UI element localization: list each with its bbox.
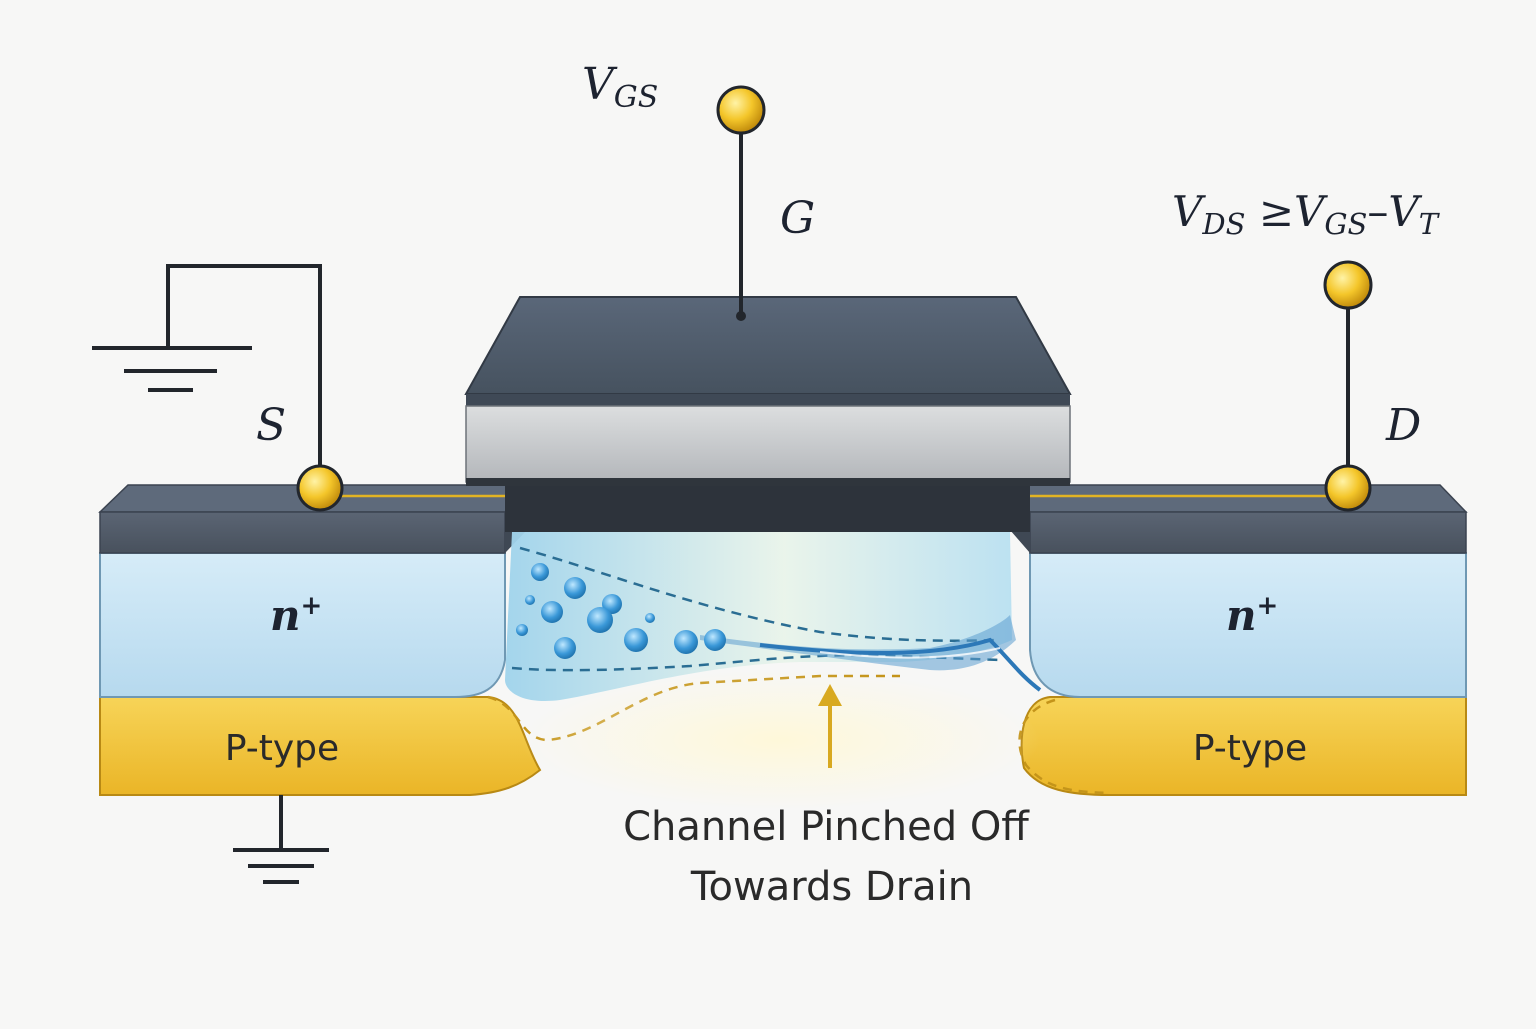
channel-area <box>505 486 1042 701</box>
source-ground-icon <box>92 346 252 392</box>
gate-terminal-icon <box>716 85 766 135</box>
source-label: S <box>256 400 286 451</box>
source-contact-front <box>99 511 506 554</box>
p-type-right-label: P-type <box>1193 728 1307 769</box>
gate-oxide <box>505 486 1030 532</box>
gate-label: G <box>780 193 815 244</box>
depletion-boundary-right <box>1018 698 1111 795</box>
source-wire <box>166 264 322 488</box>
drain-contact-front <box>1029 511 1467 554</box>
vds-condition-label: VDS ≥VGS–VT <box>1172 187 1441 241</box>
electron <box>525 595 535 605</box>
electron <box>645 613 655 623</box>
n-plus-left-region <box>99 552 506 698</box>
pinch-off-stream-highlight <box>759 637 1042 692</box>
n-plus-right-region <box>1029 552 1467 698</box>
source-terminal-icon <box>296 464 344 512</box>
substrate-ground-icon <box>233 795 329 884</box>
p-type-substrate <box>99 670 1467 810</box>
electron <box>531 563 549 581</box>
electron <box>587 607 613 633</box>
p-type-left-label: P-type <box>225 728 339 769</box>
inversion-layer-boundary <box>519 546 1001 642</box>
arrow-up-icon <box>818 684 842 768</box>
gate-top <box>464 296 1072 395</box>
p-type-right-region <box>1020 696 1467 796</box>
drain-region <box>1008 484 1468 698</box>
drain-contact-top <box>1008 484 1468 513</box>
electron <box>516 624 528 636</box>
wiring <box>92 85 1373 884</box>
pinch-glow <box>520 670 1040 810</box>
electron <box>674 630 698 654</box>
gate-wire-contact <box>736 311 746 321</box>
electron <box>564 577 586 599</box>
drain-top-terminal-icon <box>1323 260 1373 310</box>
drain-label: D <box>1385 400 1421 451</box>
gate-edge <box>466 394 1070 406</box>
electron <box>704 629 726 651</box>
n-plus-right-label: n+ <box>1226 591 1278 640</box>
n-plus-left-label: n+ <box>270 591 322 640</box>
drain-terminal-icon <box>1324 464 1372 512</box>
annotation-line-1: Channel Pinched Off <box>623 804 1030 850</box>
electrons <box>516 563 726 659</box>
electron <box>602 594 622 614</box>
electron <box>624 628 648 652</box>
vgs-label: VGS <box>582 59 658 115</box>
electron <box>554 637 576 659</box>
gate-stack <box>464 296 1072 486</box>
electron <box>541 601 563 623</box>
gate-front <box>465 405 1071 483</box>
annotation-line-2: Towards Drain <box>690 864 973 910</box>
